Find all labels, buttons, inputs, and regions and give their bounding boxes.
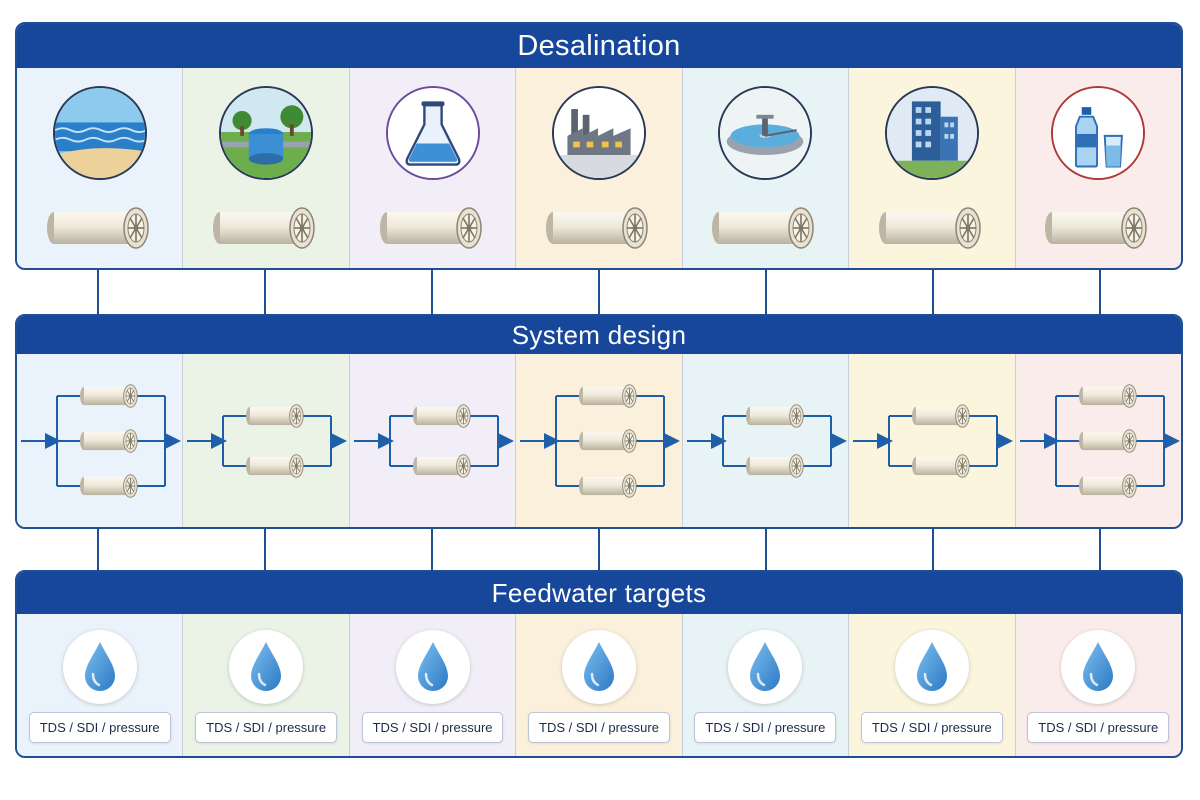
source-column (682, 68, 850, 268)
connector-line (431, 270, 434, 314)
connector-line (264, 270, 267, 314)
design-column (682, 354, 850, 527)
membrane-element-icon (727, 449, 825, 488)
target-columns: TDS / SDI / pressure TDS / SDI / pressur… (17, 614, 1181, 756)
connector-line (598, 529, 600, 570)
target-column: TDS / SDI / pressure (849, 614, 1016, 756)
source-column (516, 68, 683, 268)
water-drop-icon (395, 630, 470, 704)
target-label: TDS / SDI / pressure (195, 712, 338, 743)
membrane-element-icon (1060, 379, 1158, 418)
connector-line (931, 529, 934, 570)
desalination-header: Desalination (17, 24, 1181, 68)
membrane-element-icon (876, 198, 988, 258)
membrane-element-icon (709, 198, 821, 258)
clarifier-tank-icon (718, 86, 813, 180)
water-drop-icon (229, 630, 304, 704)
membrane-element-icon (1060, 469, 1158, 508)
membrane-element-icon (893, 399, 991, 438)
target-label: TDS / SDI / pressure (528, 712, 670, 743)
connector-line (598, 270, 600, 314)
connector-line (931, 270, 934, 314)
design-column (17, 354, 184, 527)
source-column (183, 68, 350, 268)
membrane-element-icon (1060, 424, 1158, 463)
target-column: TDS / SDI / pressure (349, 614, 517, 756)
connector-line (431, 529, 434, 570)
target-column: TDS / SDI / pressure (516, 614, 683, 756)
flow-diagram (350, 354, 515, 527)
system-design-header: System design (17, 316, 1181, 354)
source-column (849, 68, 1016, 268)
target-column: TDS / SDI / pressure (682, 614, 850, 756)
membrane-element-icon (727, 399, 825, 438)
membrane-element-icon (1042, 198, 1154, 258)
membrane-element-icon (61, 379, 159, 418)
target-column: TDS / SDI / pressure (1015, 614, 1181, 756)
design-column (1015, 354, 1181, 527)
connector-line (1098, 270, 1101, 314)
membrane-element-icon (560, 469, 658, 508)
design-columns (17, 354, 1181, 527)
bottled-water-icon (1051, 86, 1146, 180)
connector-line (97, 529, 100, 570)
design-column (183, 354, 350, 527)
feedwater-targets-panel: Feedwater targets TDS / SDI / pressure T… (15, 570, 1183, 758)
target-column: TDS / SDI / pressure (183, 614, 350, 756)
source-column (349, 68, 517, 268)
seawater-beach-icon (52, 86, 147, 180)
groundwater-well-icon (219, 86, 314, 180)
flow-diagram (849, 354, 1014, 527)
factory-icon (551, 86, 646, 180)
desalination-panel: Desalination (15, 22, 1183, 270)
source-column (1015, 68, 1181, 268)
membrane-element-icon (61, 424, 159, 463)
connector-line (764, 529, 767, 570)
source-columns (17, 68, 1181, 268)
design-column (349, 354, 517, 527)
design-column (849, 354, 1016, 527)
membrane-element-icon (44, 198, 156, 258)
connector-line (764, 270, 767, 314)
feedwater-targets-header: Feedwater targets (17, 572, 1181, 614)
connector-line (264, 529, 267, 570)
water-drop-icon (894, 630, 969, 704)
membrane-element-icon (394, 399, 492, 438)
flow-diagram (183, 354, 348, 527)
connector-line (97, 270, 100, 314)
water-drop-icon (561, 630, 636, 704)
membrane-element-icon (560, 424, 658, 463)
target-label: TDS / SDI / pressure (694, 712, 837, 743)
membrane-element-icon (210, 198, 322, 258)
lab-flask-icon (385, 86, 480, 180)
connector-line (1098, 529, 1101, 570)
target-label: TDS / SDI / pressure (860, 712, 1003, 743)
feedwater-targets-title: Feedwater targets (491, 577, 707, 608)
membrane-element-icon (61, 469, 159, 508)
membrane-element-icon (893, 449, 991, 488)
system-design-title: System design (511, 319, 687, 350)
membrane-element-icon (227, 399, 325, 438)
membrane-element-icon (227, 449, 325, 488)
source-column (17, 68, 184, 268)
membrane-element-icon (377, 198, 489, 258)
desalination-title: Desalination (517, 29, 681, 62)
office-building-icon (884, 86, 979, 180)
membrane-element-icon (560, 379, 658, 418)
flow-diagram (17, 354, 182, 527)
target-label: TDS / SDI / pressure (28, 712, 171, 743)
flow-diagram (683, 354, 848, 527)
membrane-element-icon (543, 198, 655, 258)
water-drop-icon (1061, 630, 1136, 704)
water-drop-icon (62, 630, 137, 704)
system-design-panel: System design (15, 314, 1183, 529)
target-label: TDS / SDI / pressure (361, 712, 504, 743)
target-label: TDS / SDI / pressure (1027, 712, 1170, 743)
design-column (516, 354, 683, 527)
target-column: TDS / SDI / pressure (17, 614, 184, 756)
water-drop-icon (728, 630, 803, 704)
membrane-element-icon (394, 449, 492, 488)
